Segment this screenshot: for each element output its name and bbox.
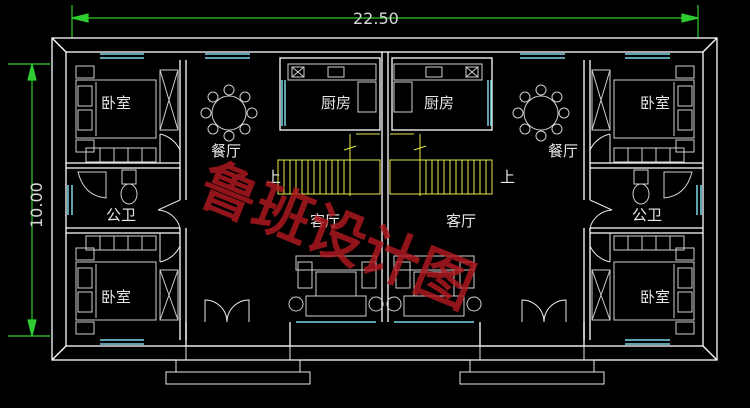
room-label-bedroom-top-right: 卧室 xyxy=(640,94,670,112)
bathroom-fixtures xyxy=(77,169,693,205)
bed-bottom-right xyxy=(613,247,695,335)
front-steps xyxy=(165,345,605,385)
exterior-walls xyxy=(51,37,718,361)
room-label-bedroom-bottom-left: 卧室 xyxy=(101,288,131,306)
room-label-kitchen-left: 厨房 xyxy=(321,94,351,112)
room-label-bathroom-left: 公卫 xyxy=(106,206,136,224)
staircase-left xyxy=(277,133,381,196)
room-label-living-right: 客厅 xyxy=(446,212,476,230)
width-dimension-label: 22.50 xyxy=(353,9,399,28)
room-label-dining-right: 餐厅 xyxy=(548,142,578,160)
room-label-dining-left: 餐厅 xyxy=(211,142,241,160)
room-label-kitchen-right: 厨房 xyxy=(424,94,454,112)
dining-table-left xyxy=(200,84,258,142)
stairs-up-label-left: 上 xyxy=(266,168,281,186)
dimension-lines xyxy=(8,5,699,337)
windows xyxy=(67,53,702,345)
room-label-bedroom-top-left: 卧室 xyxy=(101,94,131,112)
wardrobes xyxy=(85,69,685,321)
bed-top-right xyxy=(613,65,695,153)
dining-table-right xyxy=(512,84,570,142)
doors xyxy=(157,133,613,323)
room-label-living-left: 客厅 xyxy=(310,212,340,230)
room-label-bathroom-right: 公卫 xyxy=(632,206,662,224)
stairs-up-label-right: 上 xyxy=(500,168,515,186)
interior-walls xyxy=(66,52,703,347)
bed-bottom-left xyxy=(75,247,157,335)
sofa-set-right xyxy=(386,255,482,317)
height-dimension-label: 10.00 xyxy=(27,182,46,228)
sofa-set-left xyxy=(288,255,384,317)
staircase-right xyxy=(389,133,493,196)
bed-top-left xyxy=(75,65,157,153)
room-label-bedroom-bottom-right: 卧室 xyxy=(640,288,670,306)
kitchen-counters xyxy=(287,63,483,113)
